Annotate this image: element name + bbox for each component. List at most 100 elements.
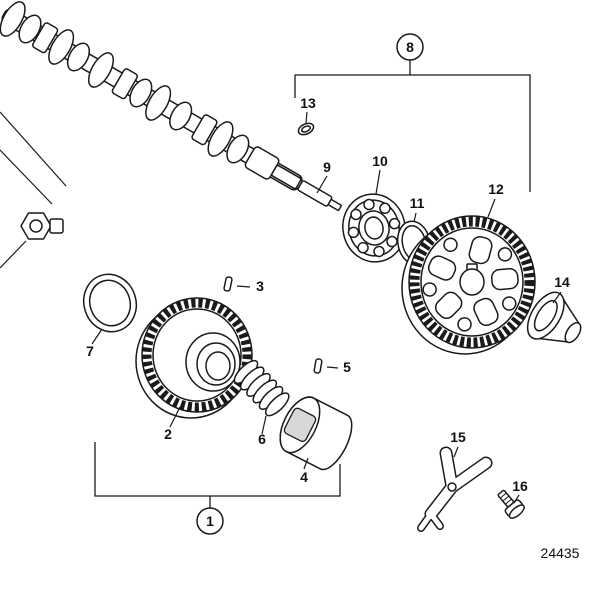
- shaft-end-body: [297, 180, 333, 207]
- leader-3: [236, 285, 251, 288]
- gear-weight: [473, 297, 499, 327]
- part-3-pin: [223, 276, 233, 292]
- gear2-bore: [205, 351, 231, 381]
- part-12-gear-assembly: [401, 215, 536, 355]
- callout-16: 16: [512, 478, 528, 494]
- gear-pin: [443, 237, 458, 253]
- cam-lobe: [207, 121, 234, 157]
- leader-9: [316, 175, 328, 194]
- part-14-cone: [526, 291, 582, 344]
- gear-bore: [459, 268, 485, 296]
- camshaft-taper: [271, 164, 302, 190]
- bolt-head-cap: [508, 504, 525, 519]
- hex-nut-bore: [29, 219, 43, 233]
- leader-4: [303, 457, 309, 470]
- gear-pin: [497, 247, 513, 262]
- part-5-pin: [313, 358, 323, 374]
- pin-body: [223, 276, 233, 292]
- part-10-ball-bearing: [342, 193, 406, 263]
- bearing-ball: [350, 208, 362, 221]
- cam-journal: [31, 22, 59, 54]
- bushing-square-bore: [283, 407, 317, 443]
- gear-weight: [427, 255, 457, 281]
- block-edge-line: [0, 111, 67, 187]
- callout-7: 7: [86, 343, 94, 359]
- cam-lobe: [145, 85, 172, 121]
- cam-lobe: [66, 42, 91, 72]
- leader-7: [91, 328, 103, 345]
- camshaft: [0, 1, 342, 211]
- shaft-end-tip: [327, 199, 342, 211]
- callout-11: 11: [410, 195, 425, 211]
- cam-lobe: [169, 101, 193, 131]
- group-bracket-1: [94, 442, 341, 535]
- gear-pin: [457, 317, 472, 332]
- part-13-clip: [297, 122, 315, 136]
- part-9-shaft-end: [297, 180, 342, 211]
- cone-tip: [564, 321, 582, 344]
- gear2-teeth-ring: [142, 298, 252, 412]
- gear-weight: [468, 236, 493, 265]
- callout-5: 5: [343, 359, 351, 375]
- part-4-bushing: [279, 396, 353, 471]
- gear-pin: [501, 296, 517, 311]
- part-16-bolt: [497, 489, 525, 519]
- fork-tines: [418, 511, 443, 531]
- callout-8-circle: [396, 33, 424, 61]
- bearing-ball: [357, 241, 369, 254]
- callout-10: 10: [372, 153, 388, 169]
- cam-lobe: [129, 78, 153, 108]
- cam-journal: [191, 114, 218, 146]
- part-2-gear: [135, 297, 253, 419]
- bearing-ball: [379, 202, 391, 215]
- callout-15: 15: [450, 429, 466, 445]
- ring-inner: [88, 279, 132, 327]
- gear-weight: [434, 291, 463, 320]
- callout-8: 8: [406, 39, 414, 55]
- cam-lobe: [226, 134, 250, 164]
- engine-block-fragment: [0, 111, 67, 269]
- callout-2: 2: [164, 426, 172, 442]
- fork-arms: [426, 448, 491, 519]
- leader-5: [326, 366, 339, 369]
- cam-lobe: [0, 1, 26, 37]
- leader-11: [413, 212, 417, 223]
- leader-6: [261, 415, 267, 435]
- part-7-sealing-ring: [82, 273, 138, 333]
- leader-15: [453, 446, 459, 458]
- bearing-bore: [364, 216, 384, 240]
- callout-4: 4: [300, 469, 308, 485]
- gear-teeth-ring: [409, 216, 535, 348]
- callout-6: 6: [258, 431, 266, 447]
- block-edge-line: [0, 240, 27, 269]
- part-15-fork: [417, 446, 493, 532]
- figure-number: 24435: [541, 545, 580, 561]
- bearing-ball: [363, 198, 375, 211]
- group-bracket-8: [294, 33, 531, 192]
- leader-lines: [91, 111, 562, 504]
- callout-9: 9: [323, 159, 331, 175]
- gear-weight: [490, 267, 519, 291]
- leader-12: [487, 198, 496, 218]
- part-6-spring: [233, 359, 290, 417]
- bearing-ball: [388, 217, 401, 230]
- fork-pivot-hole: [447, 482, 457, 492]
- callout-3: 3: [256, 278, 264, 294]
- cam-journal: [111, 68, 138, 100]
- gear-pin: [422, 282, 437, 297]
- leader-16: [513, 494, 520, 504]
- pin-body: [313, 358, 323, 374]
- cam-lobe: [18, 14, 42, 44]
- bearing-ball: [386, 235, 398, 248]
- leader-10: [375, 169, 381, 195]
- spring-coil: [264, 392, 290, 417]
- bracket-line: [294, 74, 531, 192]
- leader-14: [552, 291, 562, 304]
- cam-lobe: [87, 52, 115, 88]
- callout-13: 13: [300, 95, 316, 111]
- cam-lobe: [48, 29, 75, 65]
- block-edge-line: [0, 149, 53, 205]
- callout-1: 1: [206, 513, 214, 529]
